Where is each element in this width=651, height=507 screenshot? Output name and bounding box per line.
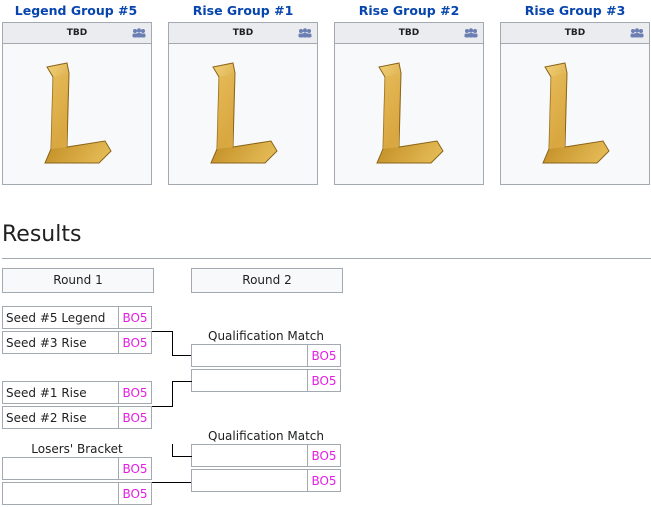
bracket-slot-seed1-rise[interactable]: Seed #1 Rise BO5 — [2, 381, 152, 404]
card-header: TBD — [169, 23, 317, 44]
league-logo-icon — [542, 62, 610, 164]
bracket-connector — [152, 406, 172, 407]
people-icon[interactable] — [298, 28, 312, 38]
bracket-slot-seed5-legend[interactable]: Seed #5 Legend BO5 — [2, 306, 152, 329]
league-logo-icon — [210, 62, 278, 164]
card-status: TBD — [564, 28, 586, 38]
group-card-rise-2: TBD — [334, 22, 484, 185]
group-card-rise-3: TBD — [500, 22, 650, 185]
match-format: BO5 — [118, 332, 151, 353]
bracket-slot-qual1-2[interactable]: BO5 — [191, 369, 341, 392]
results-heading: Results — [2, 222, 82, 247]
card-status: TBD — [232, 28, 254, 38]
bracket-slot-seed2-rise[interactable]: Seed #2 Rise BO5 — [2, 406, 152, 429]
people-icon[interactable] — [630, 28, 644, 38]
bracket-connector — [152, 482, 191, 483]
match-format: BO5 — [118, 382, 151, 403]
bracket-connector — [172, 355, 191, 356]
round-1-header: Round 1 — [2, 268, 154, 293]
bracket-slot-losers-2[interactable]: BO5 — [2, 482, 152, 505]
people-icon[interactable] — [464, 28, 478, 38]
heading-divider — [2, 258, 651, 259]
team-name: Seed #2 Rise — [6, 411, 87, 425]
match-format: BO5 — [118, 407, 151, 428]
match-format: BO5 — [118, 458, 151, 479]
people-icon[interactable] — [132, 28, 146, 38]
bracket-slot-qual2-1[interactable]: BO5 — [191, 444, 341, 467]
match-format: BO5 — [307, 470, 340, 491]
qualification-match-label: Qualification Match — [208, 329, 324, 343]
group-title-legend-5[interactable]: Legend Group #5 — [14, 3, 138, 18]
card-header: TBD — [501, 23, 649, 44]
bracket-connector — [152, 331, 173, 356]
bracket-connector — [172, 381, 192, 407]
group-title-rise-3[interactable]: Rise Group #3 — [524, 3, 626, 18]
group-card-rise-1: TBD — [168, 22, 318, 185]
card-logo-area — [335, 44, 483, 184]
bracket-connector — [172, 444, 192, 457]
match-format: BO5 — [118, 307, 151, 328]
card-header: TBD — [335, 23, 483, 44]
card-logo-area — [169, 44, 317, 184]
match-format: BO5 — [307, 345, 340, 366]
team-name: Seed #5 Legend — [6, 311, 106, 325]
losers-bracket-label: Losers' Bracket — [31, 442, 123, 456]
match-format: BO5 — [118, 483, 151, 504]
group-title-rise-2[interactable]: Rise Group #2 — [358, 3, 460, 18]
card-status: TBD — [398, 28, 420, 38]
card-logo-area — [3, 44, 151, 184]
bracket-slot-seed3-rise[interactable]: Seed #3 Rise BO5 — [2, 331, 152, 354]
bracket-slot-qual2-2[interactable]: BO5 — [191, 469, 341, 492]
bracket-slot-losers-1[interactable]: BO5 — [2, 457, 152, 480]
league-logo-icon — [376, 62, 444, 164]
league-logo-icon — [44, 62, 112, 164]
card-header: TBD — [3, 23, 151, 44]
group-card-legend-5: TBD — [2, 22, 152, 185]
bracket-slot-qual1-1[interactable]: BO5 — [191, 344, 341, 367]
card-logo-area — [501, 44, 649, 184]
match-format: BO5 — [307, 370, 340, 391]
qualification-match-label: Qualification Match — [208, 429, 324, 443]
match-format: BO5 — [307, 445, 340, 466]
group-title-rise-1[interactable]: Rise Group #1 — [192, 3, 294, 18]
card-status: TBD — [66, 28, 88, 38]
team-name: Seed #1 Rise — [6, 386, 87, 400]
team-name: Seed #3 Rise — [6, 336, 87, 350]
round-2-header: Round 2 — [191, 268, 343, 293]
